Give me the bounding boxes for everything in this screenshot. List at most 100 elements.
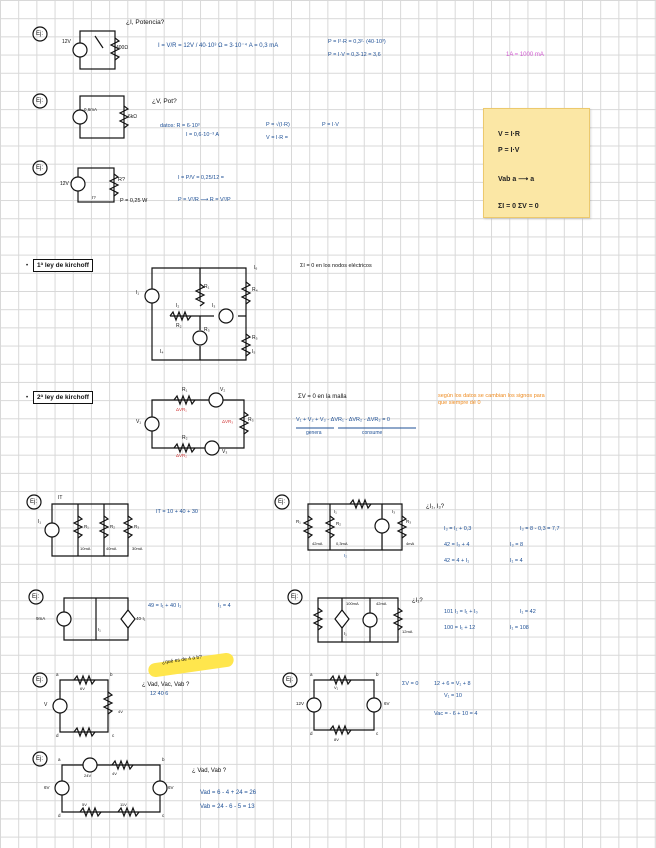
ex6-i: I₁ — [98, 627, 101, 632]
ex10-eq2: Vab = 24 - 6 - 5 = 13 — [200, 804, 255, 810]
ex9-b: b — [376, 672, 379, 677]
ex5-r1: R₁ — [296, 519, 301, 524]
k1-title: 1ª ley de kirchoff — [33, 259, 93, 272]
ex8-d: d — [56, 733, 59, 738]
k1-label-r1: R₁ — [204, 284, 210, 290]
ex5-eq2: 42 = I₃ + 4 — [444, 542, 470, 548]
ex5-eq2b: I₃ = 8 — [510, 542, 524, 548]
ex7-marker: Ej: — [291, 594, 299, 600]
ex5-r2: R₂ — [336, 521, 341, 526]
ex5-q: ¿I₁, I₃? — [426, 504, 445, 510]
ex4-r1: R₁ — [84, 524, 89, 529]
ex9-marker: Ej: — [286, 677, 294, 683]
ex10-24v: 24V — [84, 773, 92, 778]
ex3-vsrc: 12V — [60, 181, 69, 187]
k2-label-v3: V₃ — [222, 449, 228, 455]
sticky-line-1: V = I·R — [498, 131, 520, 138]
ex3-p: P = 0,25 W — [120, 198, 148, 204]
ex1-eq-i: I = V/R = 12V / 40·10³ Ω = 3·10⁻⁴ A = 0,… — [158, 43, 279, 49]
k1-label-r5: R₅ — [252, 335, 258, 341]
sticky-line-4: ΣI = 0 ΣV = 0 — [498, 203, 539, 210]
k2-label-r1: R₁ — [182, 387, 188, 393]
k1-label-r4: R₄ — [252, 287, 258, 293]
k2-cons: consume — [362, 430, 383, 436]
ex1-eq-p2: P = I·V = 0,3·12 = 3,6 — [328, 52, 381, 58]
ex7-100: 100mA — [346, 601, 359, 606]
ex6-marker: Ej: — [32, 594, 40, 600]
ex9-eq1: 12 + 6 = V₁ + 8 — [434, 681, 471, 687]
ex7-eq2: 100 = I₁ + 12 — [444, 625, 476, 631]
k2-label-r2: R₂ — [182, 435, 188, 441]
k2-eq: V₁ + V₂ + V₃ - ΔVR₁ - ΔVR₂ - ΔVR₃ = 0 — [296, 417, 390, 423]
k2-label-r3: R₃ — [248, 417, 254, 423]
ex3-eq1: I = P/V = 0,25/12 = — [178, 175, 225, 181]
ex6-src: 9mA — [36, 616, 46, 621]
ex4-r3: R₃ — [134, 524, 140, 529]
k1-label-i3: I₃ — [212, 303, 216, 309]
k2-bullet: • — [26, 395, 29, 401]
ex6-eq2: I₁ = 4 — [218, 603, 231, 609]
ex1-question: ¿I, Potencia? — [126, 19, 165, 26]
ex4-r2: R₂ — [110, 524, 115, 529]
ex2-datos2: I = 0,6·10⁻³ A — [186, 132, 220, 138]
ex8-4v: 4V — [118, 709, 123, 714]
k2-rule: ΣV = 0 en la malla — [298, 394, 347, 400]
ex10-c: c — [162, 813, 165, 818]
ex9-d: d — [310, 731, 313, 736]
ex2-datos1: datos: R = 6·10³ — [160, 123, 200, 129]
ex8-marker: Ej: — [36, 677, 44, 683]
k1-label-i1: I₁ — [136, 290, 140, 296]
k1-label-i6: I₆ — [254, 265, 258, 271]
ex6-eq1: 49 = I₁ + 40 I₁ — [148, 603, 182, 609]
k1-rule: ΣI = 0 en los nodos eléctricos — [300, 263, 372, 269]
ex8-a: a — [56, 672, 59, 677]
ex7-i1: I₁ — [344, 631, 347, 636]
ex1-marker: Ej: — [36, 31, 44, 37]
ex10-4v: 4V — [112, 771, 117, 776]
k1-label-r2: R₂ — [176, 323, 182, 329]
k1-label-i4: I₄ — [160, 349, 164, 355]
ex3-r: R? — [118, 177, 126, 183]
ex10-a: a — [58, 757, 61, 762]
ex2-question: ¿V, Pot? — [152, 98, 177, 105]
ex9-a: a — [310, 672, 313, 677]
ex4-b1: 10mA — [80, 546, 91, 551]
k2-label-dvr1: ΔVR₁ — [176, 407, 187, 412]
ex5-eq3b: I₁ = 4 — [510, 558, 523, 564]
ex7-eq1b: I₁ = 42 — [520, 609, 536, 615]
ex5-i3: I₃ — [392, 509, 396, 514]
ex9-12v: 12V — [296, 701, 305, 706]
ex10-marker: Ej: — [36, 756, 44, 762]
ex4-isrc: I₁ — [38, 519, 42, 525]
ex1-r: 400Ω — [116, 45, 129, 51]
ex10-5v: 5V — [82, 802, 87, 807]
k2-label-dvr3: ΔVR₃ — [222, 419, 234, 424]
ex7-q: ¿I₁? — [412, 598, 423, 604]
ex3-eq2: P = V²/R ⟶ R = V²/P — [178, 197, 231, 203]
ex5-i2: I₂ — [344, 553, 347, 558]
ex2-eq3: V = I·R = — [266, 135, 289, 141]
ex9-6v: 6V — [384, 701, 390, 706]
k2-label-dvr2: ΔVR₂ — [176, 453, 188, 458]
ex10-11v: 11V — [120, 802, 127, 807]
ex3-i: I? — [92, 195, 96, 200]
ex2-marker: Ej: — [36, 98, 44, 104]
ex5-03: 0,3mA — [336, 541, 348, 546]
ex4-it: IT — [58, 495, 63, 501]
ex7-42: 42mA — [376, 601, 387, 606]
ex5-eq1: I₃ = I₁ + 0,3 — [444, 526, 472, 532]
ex9-v1: V₁ — [334, 685, 339, 690]
ex4-b3: 30mA — [132, 546, 143, 551]
ex7-eq2b: I₁ = 108 — [510, 625, 529, 631]
ex10-eq1: Vad = 6 - 4 + 24 = 26 — [200, 790, 257, 796]
ex5-i1: I₁ — [334, 509, 337, 514]
ex-marker-icon — [26, 26, 303, 767]
ex4-b2: 40mA — [106, 546, 117, 551]
ex6-dep: 40·I₁ — [136, 616, 146, 621]
ex8-v: V — [44, 702, 48, 708]
ex8-b: b — [110, 672, 113, 677]
ex2-eq1: P = √(I·R) — [266, 122, 290, 128]
ex9-eq2: V₁ = 10 — [444, 693, 462, 699]
ex2-eq2: P = I·V — [322, 122, 339, 128]
